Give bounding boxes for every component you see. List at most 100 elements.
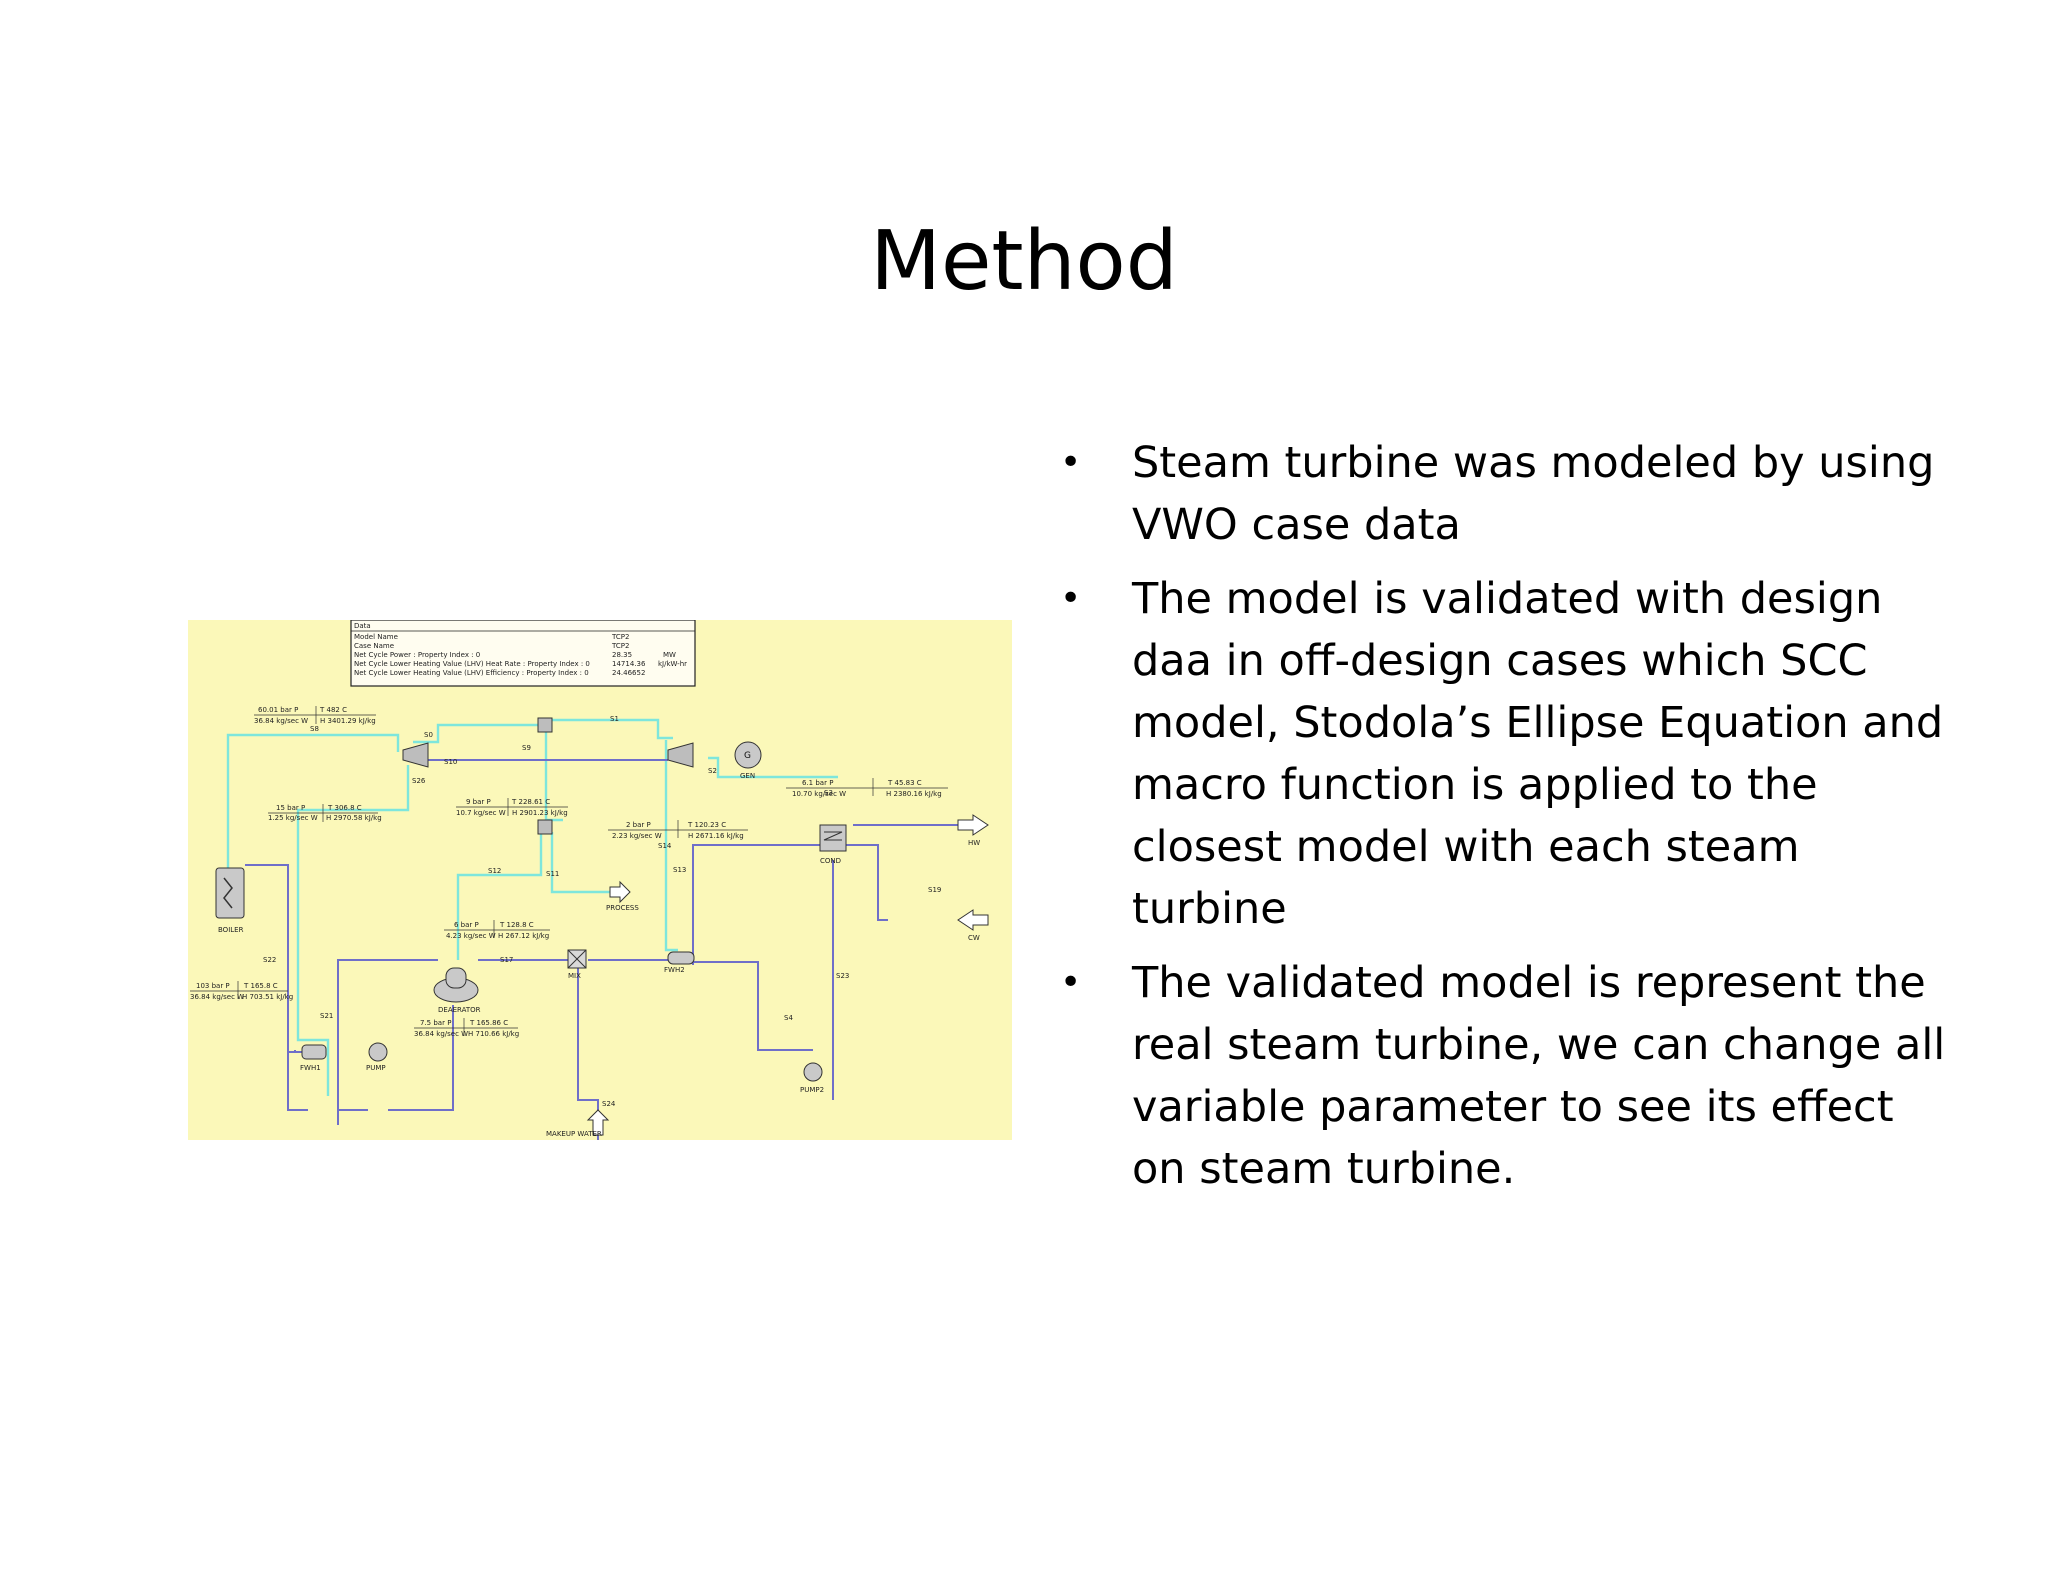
svg-text:2.23 kg/sec W: 2.23 kg/sec W [612,832,662,840]
hp-turbine [402,742,429,768]
stream-label: S17 [500,956,513,964]
state-table: 103 bar P T 165.8 C 36.84 kg/sec W H 703… [190,981,293,1001]
stream-label: S2 [708,767,717,775]
svg-text:7.5 bar P: 7.5 bar P [420,1019,451,1027]
process-flow-diagram: Data Model Name TCP2 Case Name TCP2 Net … [188,620,1012,1140]
state-table: 15 bar P T 306.8 C 1.25 kg/sec W H 2970.… [268,804,382,822]
hp-pump: FWH1 [300,1044,327,1072]
bullet-list: • Steam turbine was modeled by using VWO… [1060,432,1960,1212]
unit-label: GEN [740,772,755,780]
unit-label: CW [968,934,980,942]
svg-text:36.84 kg/sec W: 36.84 kg/sec W [190,993,244,1001]
stream-label: S12 [488,867,501,875]
stream-label: S9 [522,744,531,752]
info-box: Data Model Name TCP2 Case Name TCP2 Net … [350,620,696,687]
stream-label: S3 [824,789,833,797]
unit-label: DEAERATOR [438,1006,481,1014]
info-row-label: Net Cycle Lower Heating Value (LHV) Heat… [354,660,590,668]
info-row-value: TCP2 [611,633,629,641]
stream-label: S1 [610,715,619,723]
stream-label: S19 [928,886,941,894]
makeup-inlet-arrow: MAKEUP WATER [546,1109,610,1138]
svg-text:103 bar P: 103 bar P [196,982,230,990]
mixer: MIX [567,949,587,980]
info-row-label: Net Cycle Lower Heating Value (LHV) Effi… [354,669,589,677]
svg-text:6.1 bar P: 6.1 bar P [802,779,833,787]
svg-text:60.01 bar P: 60.01 bar P [258,706,298,714]
process-outlet-arrow: PROCESS [606,880,639,912]
stream-label: S24 [602,1100,616,1108]
info-row-label: Net Cycle Power : Property Index : 0 [354,651,480,659]
svg-text:15 bar P: 15 bar P [276,804,305,812]
svg-text:H 703.51 kJ/kg: H 703.51 kJ/kg [242,993,293,1001]
water-lines [245,759,958,1140]
generator: G GEN [734,741,762,780]
svg-text:H 2671.16 kJ/kg: H 2671.16 kJ/kg [688,832,744,840]
info-row-value: 28.35 [612,651,632,659]
state-table: 60.01 bar P T 482 C 36.84 kg/sec W H 340… [254,706,376,725]
hw-outlet-arrow: HW [957,814,989,847]
stream-label: S22 [263,956,276,964]
svg-text:T 306.8 C: T 306.8 C [327,804,362,812]
svg-text:10.70 kg/sec W: 10.70 kg/sec W [792,790,846,798]
state-table: 7.5 bar P T 165.86 C 36.84 kg/sec W H 71… [414,1018,519,1038]
stream-label: S23 [836,972,849,980]
splitter-mid [537,819,553,835]
svg-text:2 bar P: 2 bar P [626,821,651,829]
svg-text:4.23 kg/sec W: 4.23 kg/sec W [446,932,496,940]
unit-label: PUMP [366,1064,386,1072]
info-row-unit: kJ/kW-hr [658,660,687,668]
stream-label: S11 [546,870,559,878]
state-table: 6 bar P T 128.8 C 4.23 kg/sec W H 267.12… [444,920,550,940]
state-table: 9 bar P T 228.61 C 10.7 kg/sec W H 2901.… [456,798,568,817]
unit-label: HW [968,839,980,847]
info-row-label: Data [354,622,371,630]
bullet-dot: • [1060,442,1082,483]
svg-text:T 165.8 C: T 165.8 C [243,982,278,990]
stream-label: S8 [310,725,319,733]
unit-label: MIX [568,972,581,980]
state-table: 2 bar P T 120.23 C 2.23 kg/sec W H 2671.… [608,820,748,840]
stream-label: S0 [424,731,433,739]
svg-text:9 bar P: 9 bar P [466,798,491,806]
diagram-canvas: Data Model Name TCP2 Case Name TCP2 Net … [188,620,1012,1140]
stream-label: S13 [673,866,686,874]
steam-lines [226,718,838,1096]
svg-text:T 45.83 C: T 45.83 C [887,779,922,787]
unit-label: PROCESS [606,904,639,912]
bullet-text: The model is validated with design daa i… [1132,574,1944,934]
splitter-top [537,717,553,733]
condensate-pump: PUMP2 [800,1062,824,1094]
unit-label: MAKEUP WATER [546,1130,602,1138]
bullet-item: • The validated model is represent the r… [1060,952,1960,1200]
svg-text:T 482 C: T 482 C [319,706,347,714]
svg-text:T 228.61 C: T 228.61 C [511,798,550,806]
stream-label: S26 [412,777,426,785]
info-row-value: TCP2 [611,642,629,650]
svg-text:T 128.8 C: T 128.8 C [499,921,534,929]
bullet-item: • Steam turbine was modeled by using VWO… [1060,432,1960,556]
svg-text:6 bar P: 6 bar P [454,921,479,929]
svg-text:H 3401.29 kJ/kg: H 3401.29 kJ/kg [320,717,376,725]
svg-text:10.7 kg/sec W: 10.7 kg/sec W [456,809,506,817]
unit-label: PUMP2 [800,1086,824,1094]
stream-label: S10 [444,758,457,766]
svg-text:H 2901.23 kJ/kg: H 2901.23 kJ/kg [512,809,568,817]
info-row-unit: MW [663,651,676,659]
unit-label: FWH2 [664,966,685,974]
cw-inlet-arrow: CW [957,909,989,942]
bullet-text: Steam turbine was modeled by using VWO c… [1132,438,1935,550]
bullet-dot: • [1060,578,1082,619]
svg-text:36.84 kg/sec W: 36.84 kg/sec W [414,1030,468,1038]
condenser: COND [819,824,847,865]
stream-labels: S8 S0 S1 S2 S3 S9 S10 S26 S11 S12 S14 S1… [263,715,941,1108]
state-table: 6.1 bar P T 45.83 C 10.70 kg/sec W H 238… [786,778,948,798]
lp-turbine [667,742,694,768]
boiler-unit: BOILER [215,867,245,934]
svg-text:T 120.23 C: T 120.23 C [687,821,726,829]
svg-text:H 2970.58 kJ/kg: H 2970.58 kJ/kg [326,814,382,822]
svg-text:T 165.86 C: T 165.86 C [469,1019,508,1027]
stream-label: S21 [320,1012,333,1020]
svg-text:1.25 kg/sec W: 1.25 kg/sec W [268,814,318,822]
unit-label: COND [820,857,841,865]
